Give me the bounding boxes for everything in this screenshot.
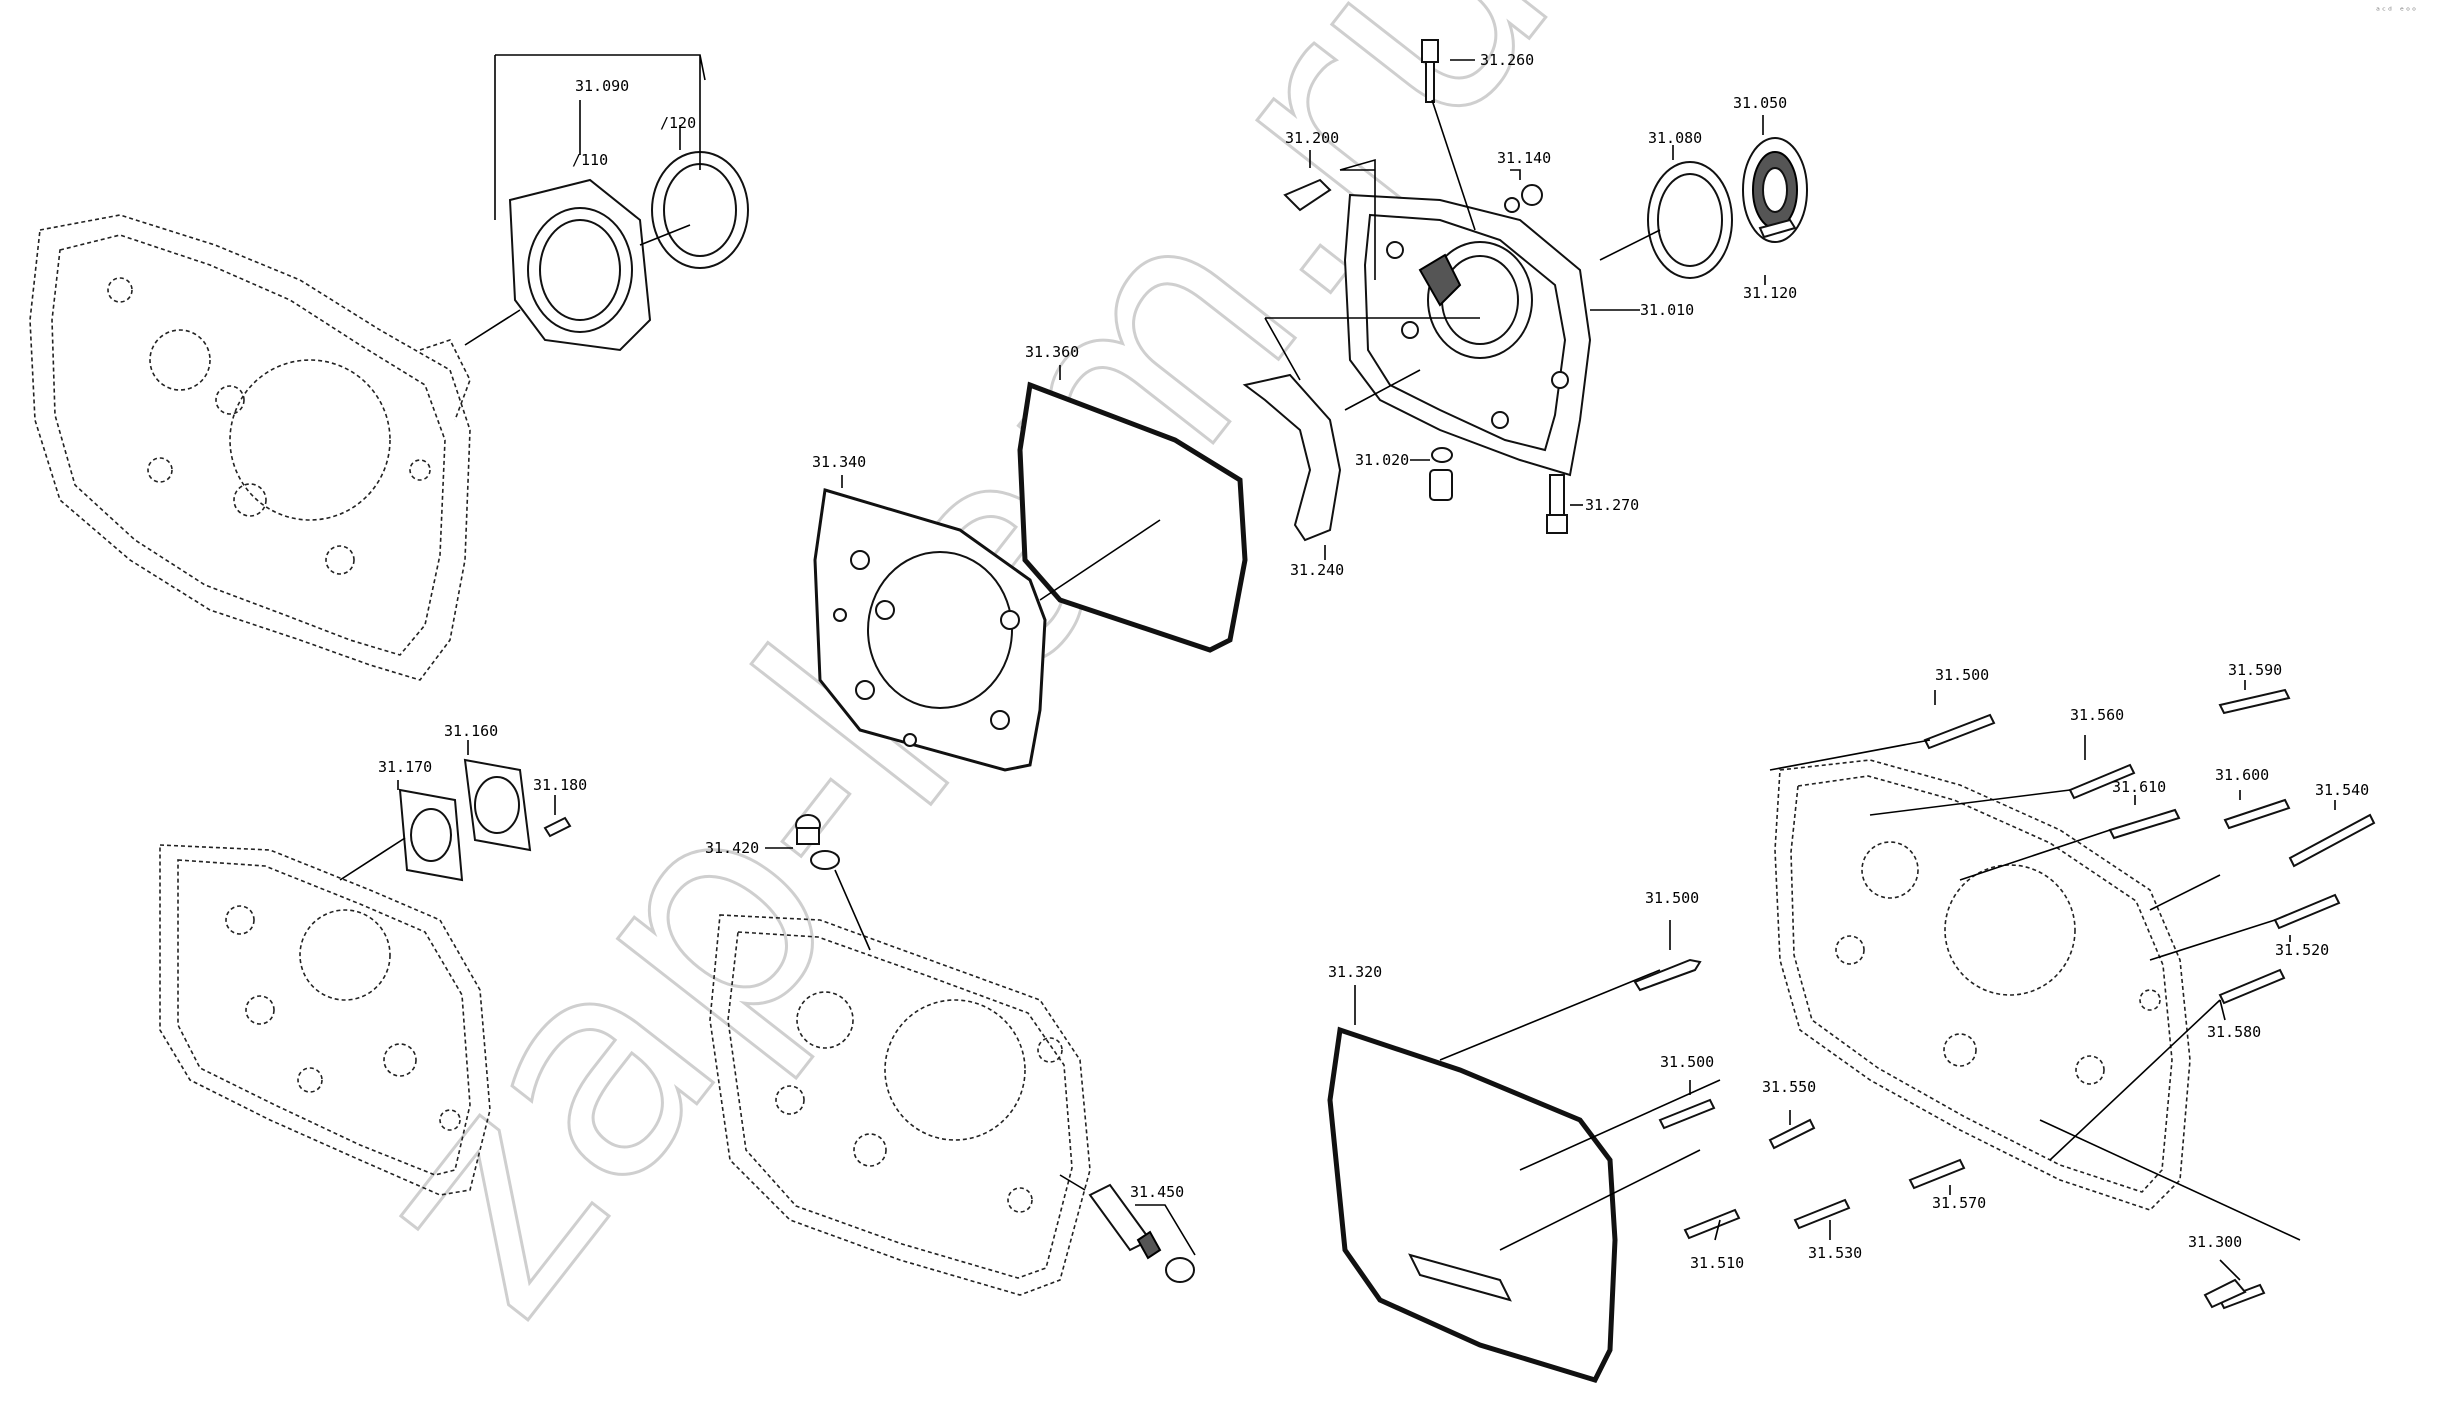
label-31-580: 31.580 bbox=[2207, 1023, 2261, 1041]
label-31-170: 31.170 bbox=[378, 758, 432, 776]
plug-31140 bbox=[1504, 184, 1543, 213]
label-31-120: 31.120 bbox=[1743, 284, 1797, 302]
label-31-080: 31.080 bbox=[1648, 129, 1702, 147]
label-31-340: 31.340 bbox=[812, 453, 866, 471]
housing-bottom-center bbox=[709, 914, 1091, 1296]
corner-mark: ᵃᶜᵈ ᵉᵒᵒ bbox=[2374, 6, 2417, 17]
label-31-420: 31.420 bbox=[705, 839, 759, 857]
gasket-31360 bbox=[1017, 381, 1248, 653]
label-31-260: 31.260 bbox=[1480, 51, 1534, 69]
bolt-31180 bbox=[543, 816, 572, 838]
label-31-570: 31.570 bbox=[1932, 1194, 1986, 1212]
label-31-610: 31.610 bbox=[2112, 778, 2166, 796]
label-31-540: 31.540 bbox=[2315, 781, 2369, 799]
label-31-450: 31.450 bbox=[1130, 1183, 1184, 1201]
label-31-090: 31.090 bbox=[575, 77, 629, 95]
label-31-520: 31.520 bbox=[2275, 941, 2329, 959]
gasket-31080 bbox=[1647, 161, 1733, 279]
switch-31450 bbox=[1088, 1183, 1195, 1283]
label-31-140: 31.140 bbox=[1497, 149, 1551, 167]
main-housing-left bbox=[29, 214, 471, 681]
bolt-31120 bbox=[1758, 218, 1797, 239]
cover-housing-31010 bbox=[1343, 193, 1592, 477]
label-31-180: 31.180 bbox=[533, 776, 587, 794]
seal-carrier-110 bbox=[508, 178, 652, 352]
label-31-270: 31.270 bbox=[1585, 496, 1639, 514]
label-110: /110 bbox=[572, 151, 608, 169]
hose-31200 bbox=[1283, 178, 1332, 212]
label-31-050: 31.050 bbox=[1733, 94, 1787, 112]
label-31-020: 31.020 bbox=[1355, 451, 1409, 469]
label-31-500-a: 31.500 bbox=[1935, 666, 1989, 684]
label-31-530: 31.530 bbox=[1808, 1244, 1862, 1262]
bolt-31260 bbox=[1421, 39, 1439, 103]
label-120: /120 bbox=[660, 114, 696, 132]
label-31-510: 31.510 bbox=[1690, 1254, 1744, 1272]
housing-bottom-right bbox=[1774, 759, 2191, 1211]
gasket-31170 bbox=[398, 788, 464, 882]
dowel-pin-31300 bbox=[2203, 1278, 2247, 1309]
gasket-31320 bbox=[1327, 1026, 1618, 1384]
shift-fork-31240 bbox=[1242, 373, 1342, 542]
plug-31420 bbox=[795, 814, 840, 870]
label-31-500-b: 31.500 bbox=[1645, 889, 1699, 907]
label-31-500-c: 31.500 bbox=[1660, 1053, 1714, 1071]
label-31-560: 31.560 bbox=[2070, 706, 2124, 724]
bolts-group-right bbox=[1633, 688, 2376, 1310]
cover-31160 bbox=[463, 758, 532, 852]
label-31-590: 31.590 bbox=[2228, 661, 2282, 679]
label-31-600: 31.600 bbox=[2215, 766, 2269, 784]
label-31-550: 31.550 bbox=[1762, 1078, 1816, 1096]
seal-ring-120 bbox=[651, 151, 749, 269]
label-31-200: 31.200 bbox=[1285, 129, 1339, 147]
label-31-300: 31.300 bbox=[2188, 1233, 2242, 1251]
bolt-31270 bbox=[1546, 474, 1568, 534]
housing-middle-left bbox=[159, 844, 491, 1196]
gasket-31340 bbox=[813, 488, 1047, 772]
label-31-010: 31.010 bbox=[1640, 301, 1694, 319]
plug-31020 bbox=[1429, 447, 1453, 501]
label-31-160: 31.160 bbox=[444, 722, 498, 740]
label-31-240: 31.240 bbox=[1290, 561, 1344, 579]
label-31-320: 31.320 bbox=[1328, 963, 1382, 981]
label-31-360: 31.360 bbox=[1025, 343, 1079, 361]
